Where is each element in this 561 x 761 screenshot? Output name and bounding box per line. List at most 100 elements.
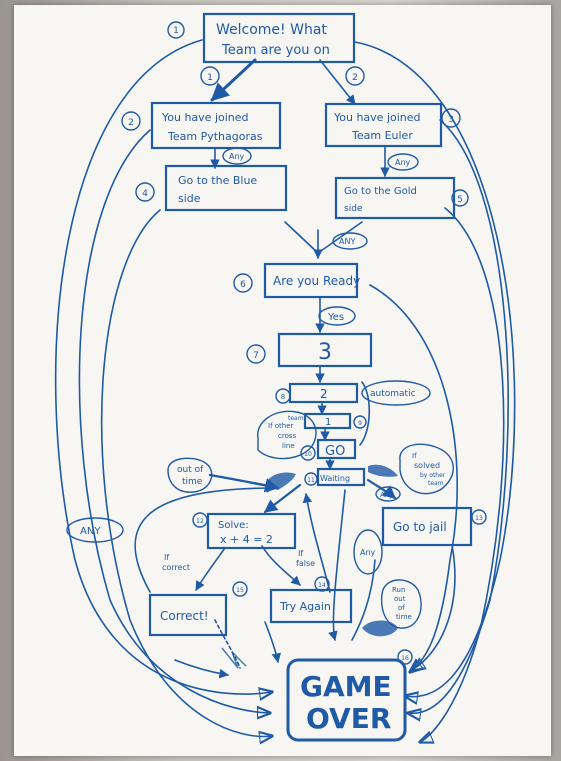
go-text: GO [325,444,345,459]
label-any-merge: ANY [339,237,355,246]
label-solved-1: If [412,452,417,460]
num-circle-10 [300,445,316,461]
num-circle-3 [441,108,461,128]
choice-circle-1 [200,66,220,86]
cloud-automatic [361,380,431,406]
edge-jail-gameover [412,544,456,670]
edge-welcome-euler [319,59,356,105]
node-one [303,412,352,430]
node-jail [381,506,473,547]
edge-tryagain-waiting [302,493,331,593]
label-any-left: ANY [80,526,101,537]
num-circle-8 [275,388,291,404]
scribble-mark [221,647,247,669]
num-circle-4 [135,182,155,202]
edge-solve-tryagain [261,545,301,586]
cloud-any-bottom [353,529,383,575]
scribble-bottom [362,620,398,637]
scribble-left [265,472,296,490]
node-blue-side [164,164,288,212]
node-ready [263,262,359,299]
gold-side-line2: side [344,204,363,214]
label-any-bottom: Any [360,548,376,557]
edge-welcome-gameover-left [54,39,272,694]
cloud-any-left [66,517,124,543]
welcome-line1: Welcome! What [216,22,327,38]
edge-dotted-solve [214,619,241,669]
num-13: 13 [475,515,483,522]
num-circle-14 [314,576,330,592]
pythagoras-line2: Team Pythagoras [167,130,263,143]
node-correct [148,593,228,637]
num-circle-5 [451,189,469,207]
label-any-jail: Any [380,491,393,499]
correct-text: Correct! [160,609,209,623]
choice-2: 2 [352,73,358,83]
num-circle-15 [232,581,248,597]
label-runout-3: of [398,604,405,612]
ready-text: Are you Ready [273,274,360,288]
label-other-1: If other [268,422,294,430]
label-solved-4: team [428,480,444,487]
edge-pythagoras-gameover [78,129,270,713]
edge-correct-waiting-left [134,483,276,593]
label-solved-2: solved [414,461,440,470]
label-other-2: team [288,415,304,422]
label-runout-1: Run [392,586,405,594]
edge-blue-gameover [100,209,272,736]
edge-solve-correct [195,547,226,591]
num-11: 11 [307,477,315,484]
solve-line1: Solve: [218,520,249,531]
cloud-any-merge [332,232,368,250]
cloud-run-out [380,579,422,629]
label-ifcorrect-1: If [164,553,169,562]
edge-welcome-pythagoras [210,58,257,102]
pythagoras-line1: You have joined [161,111,249,124]
label-ifcorrect-2: correct [162,563,190,572]
label-iffalse-2: false [296,559,315,568]
num-16: 16 [401,655,409,662]
node-tryagain [269,588,353,624]
num-15: 15 [236,587,244,594]
num-circle-16 [397,649,413,665]
edge-ready-gameover [369,284,458,672]
num-circle-1 [167,21,185,39]
node-three [277,332,373,368]
edge-gold-gameover [420,207,505,742]
label-any-py: Any [229,152,245,161]
label-solved-3: by other [420,472,446,479]
label-other-4: line [282,442,295,450]
cloud-yes [318,306,356,326]
num-circle-2 [121,111,141,131]
edge-waiting-gameover-a [328,489,346,641]
num-circle-11 [304,472,318,486]
num-8: 8 [281,393,285,401]
two-text: 2 [320,387,328,401]
label-outoftime-2: time [182,477,203,487]
choice-1: 1 [207,73,213,83]
label-yes: Yes [327,312,344,323]
cloud-out-of-time [167,457,213,493]
num-circle-6 [233,273,253,293]
num-circle-9 [353,415,367,429]
num-7: 7 [253,351,259,361]
choice-circle-2 [345,66,365,86]
num-6: 6 [240,280,246,290]
num-9: 9 [358,420,362,427]
node-pythagoras [150,101,282,150]
gameover-line2: OVER [306,702,391,735]
label-iffalse-1: If [298,549,303,558]
label-automatic: automatic [370,389,416,399]
label-runout-2: out [394,595,406,603]
edge-merge-right [317,221,363,254]
blue-side-line1: Go to the Blue [178,174,257,187]
automatic-bracket [359,381,371,446]
cloud-any-jail [375,486,401,502]
one-text: 1 [325,417,331,428]
num-circle-7 [246,344,266,364]
cloud-solved-other [399,443,454,495]
edge-correct-gameover [174,659,229,679]
three-text: 3 [318,340,332,365]
